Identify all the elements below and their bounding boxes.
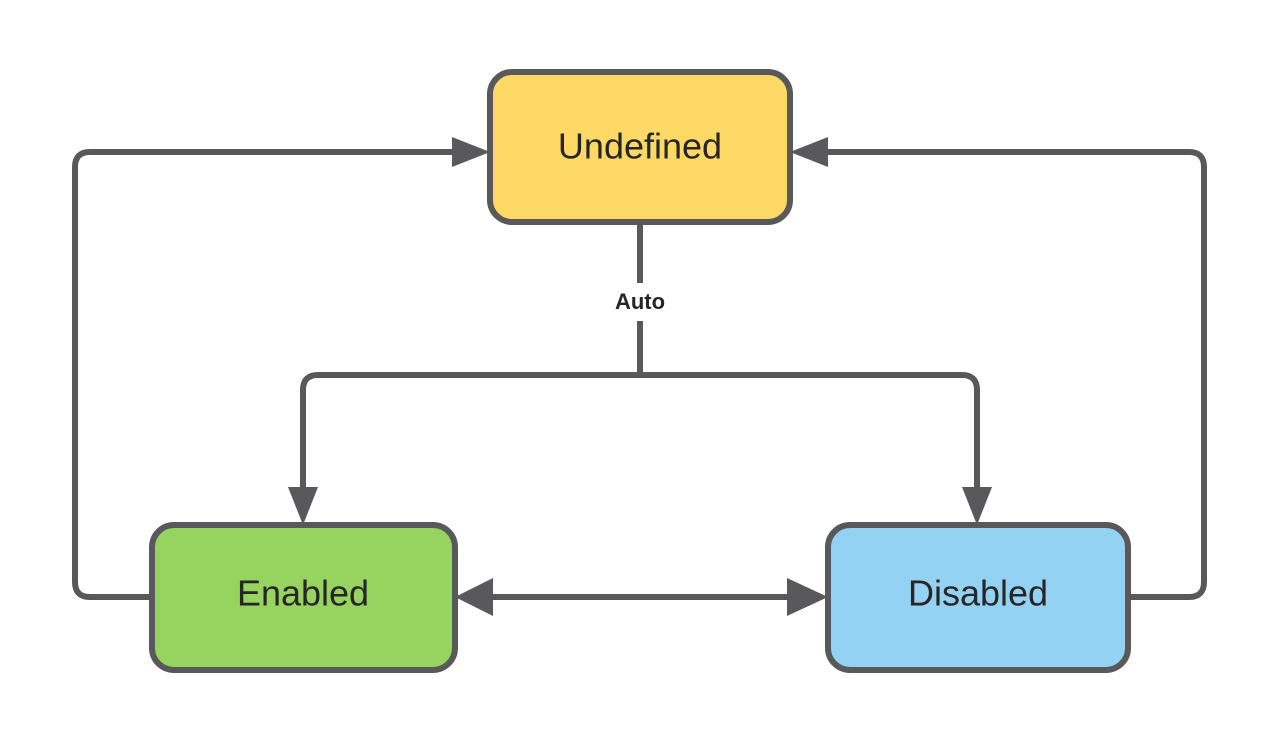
edge-label-auto: Auto — [615, 289, 665, 314]
arrowhead-into-disabled-left-side — [787, 578, 828, 616]
node-enabled[interactable]: Enabled — [149, 522, 458, 673]
edge-label-background — [596, 283, 684, 321]
node-disabled-shape — [825, 522, 1131, 673]
node-undefined-shape — [487, 69, 793, 225]
arrowhead-into-enabled-right-side — [455, 578, 493, 616]
edge-disabled-to-undefined[interactable] — [790, 137, 1207, 600]
arrowhead-into-disabled — [962, 487, 992, 525]
arrowhead-into-enabled — [288, 487, 318, 525]
node-undefined[interactable]: Undefined — [487, 69, 793, 225]
edge-undefined-auto-split[interactable]: Auto — [288, 222, 992, 525]
edge-auto-branch-right — [640, 372, 980, 487]
arrowhead-into-undefined-right — [790, 137, 828, 167]
edge-enabled-to-undefined-path — [72, 149, 452, 600]
edge-disabled-to-undefined-path — [828, 149, 1207, 600]
node-disabled[interactable]: Disabled — [825, 522, 1131, 673]
edge-enabled-to-undefined[interactable] — [72, 137, 490, 600]
edge-auto-branch-left — [300, 372, 640, 487]
arrowhead-into-undefined-left — [452, 137, 490, 167]
node-enabled-shape — [149, 522, 458, 673]
edge-enabled-disabled-bidirectional[interactable] — [455, 578, 828, 616]
